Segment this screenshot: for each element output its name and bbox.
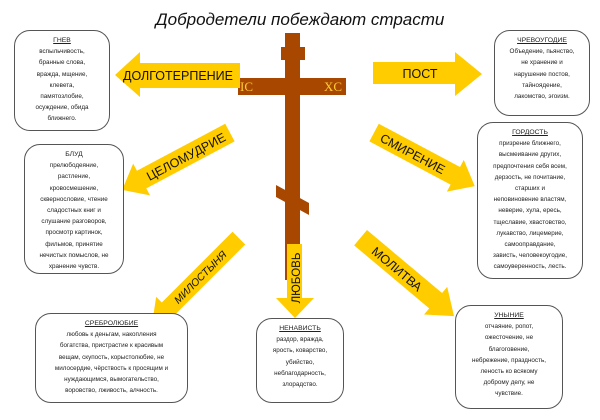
arrow-dolgoterpenie: ДОЛГОТЕРПЕНИЕ — [115, 52, 240, 97]
passion-line: злорадство. — [282, 381, 318, 389]
arrow-tselomudrie: ЦЕЛОМУДРИЕ — [122, 123, 235, 196]
orthodox-cross — [238, 33, 346, 280]
passion-line: зависть, человекоугодие, — [492, 252, 568, 260]
passion-line: высмеивание других, — [498, 151, 562, 159]
cross-main-bar — [238, 78, 346, 95]
passion-line: воровство, лживость, алчность. — [65, 387, 158, 395]
passion-line: растление, — [57, 173, 91, 181]
passion-line: ярость, коварство, — [272, 347, 328, 355]
arrow-post: ПОСТ — [373, 52, 482, 96]
passion-line: тщеславие, хвастовство, — [493, 218, 567, 226]
passion-line: нарушение постов, — [514, 70, 570, 78]
passion-line: чувствие. — [495, 390, 523, 398]
passion-line: прелюбодеяние, — [49, 162, 99, 170]
passion-line: неверие, хула, ересь, — [498, 207, 562, 215]
passion-title: СРЕБРОЛЮБИЕ — [84, 320, 139, 327]
passion-line: лукавство, лицемерие, — [496, 229, 564, 237]
passion-line: сквернословие, чтение — [40, 195, 108, 203]
passion-line: призрение ближнего, — [499, 140, 561, 148]
passion-line: просмотр картинок, — [45, 229, 103, 237]
passion-line: нуждающимся, вымогательство, — [64, 376, 159, 384]
label-milostynya: МИЛОСТЫНЯ — [172, 248, 230, 306]
passion-line: тайноядение, — [522, 81, 562, 89]
passion-box-srebrolyubie: СРЕБРОЛЮБИЕ любовь к деньгам, накопления… — [35, 313, 188, 403]
passion-line: самоуверенность, лесть. — [493, 263, 567, 271]
arrow-lyubov: ЛЮБОВЬ — [276, 244, 314, 318]
passion-box-blud: БЛУД прелюбодеяние, растление, кровосмеш… — [24, 144, 124, 274]
label-smirenie: СМИРЕНИЕ — [378, 131, 448, 177]
passion-line: неповиновение властям, — [493, 196, 567, 204]
cross-vertical-beam — [285, 33, 300, 280]
passion-box-unynie: УНЫНИЕ отчаяние, ропот, ожесточение, не … — [455, 305, 563, 409]
label-lyubov: ЛЮБОВЬ — [291, 253, 303, 304]
passion-line: неблагодарность, — [274, 369, 326, 377]
passion-line: благоговение, — [488, 345, 530, 353]
passion-line: милосердие, чёрствость к просящим и — [54, 364, 169, 372]
passion-line: небрежение, праздность, — [472, 356, 546, 364]
diagram-title: Добродетели побеждают страсти — [155, 10, 445, 29]
passion-line: клевета, — [49, 81, 75, 89]
monogram-xc: XC — [324, 79, 342, 94]
label-molitva: МОЛИТВА — [369, 244, 425, 294]
passion-line: фильмов, принятие — [45, 240, 103, 248]
passion-line: вещам, скупость, корыстолюбие, не — [58, 353, 165, 361]
passion-line: лакомство, эгоизм. — [514, 93, 570, 101]
arrow-molitva: МОЛИТВА — [354, 230, 455, 317]
passion-line: дерзость, не почитание, — [494, 173, 566, 181]
passion-line: старших и — [515, 185, 545, 193]
passion-line: отчаяние, ропот, — [484, 323, 534, 331]
passion-line: нечистых помыслов, не — [39, 251, 109, 259]
passion-line: самооправдание, — [504, 241, 556, 249]
passion-line: памятозлобие, — [40, 93, 84, 101]
passion-line: любовь к деньгам, накопления — [66, 331, 157, 339]
passion-box-gordost: ГОРДОСТЬ призрение ближнего, высмеивание… — [477, 122, 583, 279]
passion-line: вспыльчивость, — [39, 48, 85, 56]
passion-line: не хранение и — [521, 59, 563, 67]
passion-line: леность ко всякому — [480, 368, 538, 376]
passion-line: сладостных книг и — [47, 207, 101, 215]
passion-title: ГНЕВ — [53, 37, 71, 44]
passion-box-nenavist: НЕНАВИСТЬ раздор, вражда, ярость, коварс… — [256, 318, 344, 403]
passion-title: БЛУД — [65, 151, 83, 158]
arrow-smirenie: СМИРЕНИЕ — [369, 123, 475, 192]
cross-foot-bar — [276, 185, 309, 215]
passion-line: бранные слова, — [38, 59, 86, 67]
passion-title: УНЫНИЕ — [494, 312, 524, 319]
passion-line: Объедение, пьянство, — [509, 48, 575, 56]
passion-line: кровосмешение, — [49, 184, 99, 192]
passion-line: предпочтения себя всем, — [493, 162, 567, 170]
passion-line: вражда, мщение, — [36, 70, 88, 78]
passion-line: слушание разговоров, — [41, 218, 107, 226]
passion-line: раздор, вражда, — [276, 336, 324, 344]
passion-line: осуждение, обида — [35, 104, 89, 112]
label-tselomudrie: ЦЕЛОМУДРИЕ — [144, 130, 228, 183]
passion-line: хранение чувств. — [48, 263, 100, 271]
passion-box-gnev: ГНЕВ вспыльчивость, бранные слова, вражд… — [14, 30, 110, 131]
passion-box-chrevougodie: ЧРЕВОУГОДИЕ Объедение, пьянство, не хран… — [494, 30, 590, 116]
label-post: ПОСТ — [403, 67, 438, 81]
passion-line: ближнего. — [47, 115, 77, 123]
cross-top-bar — [281, 47, 305, 60]
passion-line: богатства, пристрастие к красивым — [59, 342, 164, 350]
label-dolgoterpenie: ДОЛГОТЕРПЕНИЕ — [123, 69, 233, 83]
passion-title: ЧРЕВОУГОДИЕ — [517, 37, 567, 44]
passion-line: доброму делу, не — [483, 379, 535, 387]
monogram-ic: IC — [240, 79, 253, 94]
passion-title: НЕНАВИСТЬ — [279, 325, 321, 332]
passion-line: ожесточение, не — [484, 334, 534, 342]
passion-title: ГОРДОСТЬ — [512, 129, 548, 136]
passion-line: убийство, — [285, 358, 315, 366]
